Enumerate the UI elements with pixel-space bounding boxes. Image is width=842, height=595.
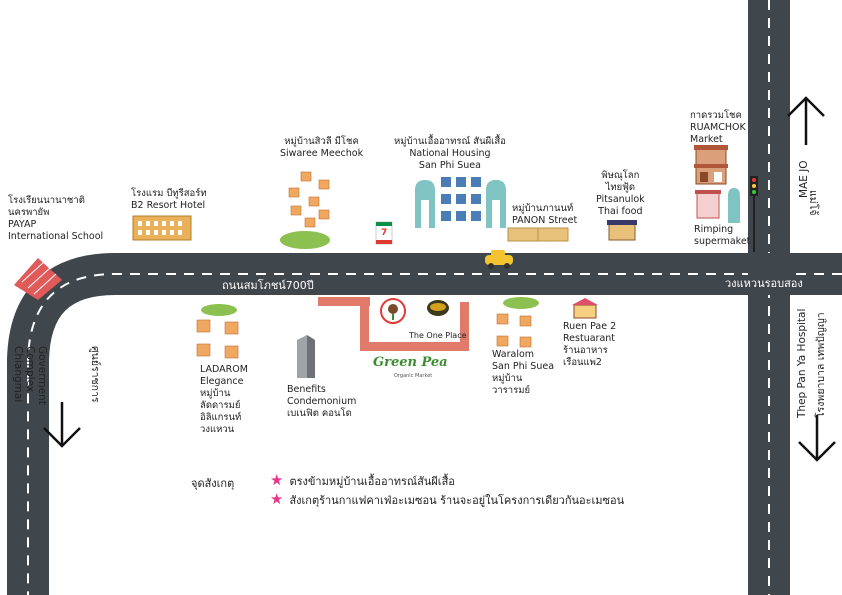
- legend-item-2: ★ สังเกตุร้านกาแฟคาเฟ่อะเมซอน ร้านจะอยู่ใ…: [270, 490, 624, 509]
- star-icon: ★: [270, 471, 284, 489]
- legend-title: จุดสังเกตุ: [191, 477, 235, 490]
- national-housing-label: หมู่บ้านเอื้ออาทรณ์ สันผีเสื้อ National …: [394, 136, 506, 171]
- siwaree-label: หมู่บ้านสิวลี มีโชค Siwaree Meechok: [280, 136, 364, 159]
- gov-complex-th-label: ศูนย์ราชการ: [89, 346, 101, 403]
- ruen-pae-label: Ruen Pae 2 Restuarant ร้านอาหาร เรือนแพ2: [563, 321, 617, 368]
- panon-label: หมู่บ้านภานนท์ PANON Street: [512, 203, 578, 226]
- amazon-cafe-icon: [380, 298, 449, 324]
- one-place-label: The One Place: [409, 331, 467, 340]
- gov-complex-label: Goverment Complex Chiangmai: [12, 346, 48, 405]
- waralom-park-icon: [503, 297, 539, 309]
- green-pea-logo: Green Pea: [373, 355, 448, 370]
- seven-eleven-icon: [375, 221, 393, 245]
- rimping-label: Rimping supermaket: [694, 224, 751, 247]
- legend-item-1: ★ ตรงข้ามหมู่บ้านเอื้ออาทรณ์สันผีเสื้อ: [270, 471, 455, 490]
- car-icon: [485, 250, 513, 269]
- restaurant-icon: [607, 220, 637, 241]
- hotel-icon: [132, 215, 192, 241]
- traffic-light-icon: [750, 176, 758, 252]
- payap-label: โรงเรียนนานาชาติ นครพายัพ PAYAP Internat…: [8, 195, 104, 242]
- ring-road-label: วงแหวนรอบสอง: [725, 277, 803, 290]
- waralom-houses-icon: [496, 313, 532, 348]
- ruen-pae-icon: [572, 298, 598, 319]
- green-pea-sub: Organic Market: [394, 373, 433, 379]
- mae-jo-th-label: แม่โจ้: [807, 190, 819, 216]
- main-road-label: ถนนสมโภชน์700ปี: [222, 279, 314, 292]
- supermarket-icon: [695, 188, 740, 223]
- road-network: [7, 0, 842, 595]
- condo-icon: [297, 335, 315, 378]
- housing-icon: [415, 177, 506, 228]
- waralom-label: Waralom San Phi Suea หมู่บ้าน วารารมย์: [492, 349, 555, 396]
- arrow-north-icon: [787, 96, 825, 145]
- house-cluster-icon: [288, 171, 330, 228]
- legend-item-1-text: ตรงข้ามหมู่บ้านเอื้ออาทรณ์สันผีเสื้อ: [289, 475, 455, 488]
- arrow-south-right-icon: [798, 415, 836, 462]
- school-icon: [14, 258, 62, 300]
- legend-item-2-text: สังเกตุร้านกาแฟคาเฟ่อะเมซอน ร้านจะอยู่ใน…: [289, 494, 625, 507]
- b2-label: โรงแรม บีทูรีสอร์ท B2 Resort Hotel: [131, 188, 207, 211]
- hospital-th-label: โรงพยาบาล เทพปัญญา: [815, 312, 827, 418]
- hospital-label: Thep Pan Ya Hospital: [796, 308, 808, 418]
- park-icon: [280, 231, 330, 249]
- star-icon: ★: [270, 490, 284, 508]
- one-place-complex-icon: [318, 297, 469, 351]
- seven-eleven-label: 7: [381, 228, 388, 238]
- ladarom-houses-icon: [196, 319, 239, 359]
- shophouse-icon: [507, 227, 569, 242]
- ruamchok-label: กาดรวมโชค RUAMCHOK Market: [690, 110, 746, 145]
- arrow-south-left-icon: [43, 402, 81, 448]
- ladarom-park-icon: [201, 304, 237, 316]
- benefits-label: Benefits Condemonium เบเนฟิต คอนโด: [287, 384, 357, 419]
- ladarom-label: LADAROM Elegance หมู่บ้าน ลัดดารมย์ อิลิ…: [200, 364, 248, 435]
- pitsanulok-label: พิษณุโลก ไทยฟู้ด Pitsanulok Thai food: [596, 170, 645, 217]
- market-icon: [694, 145, 728, 185]
